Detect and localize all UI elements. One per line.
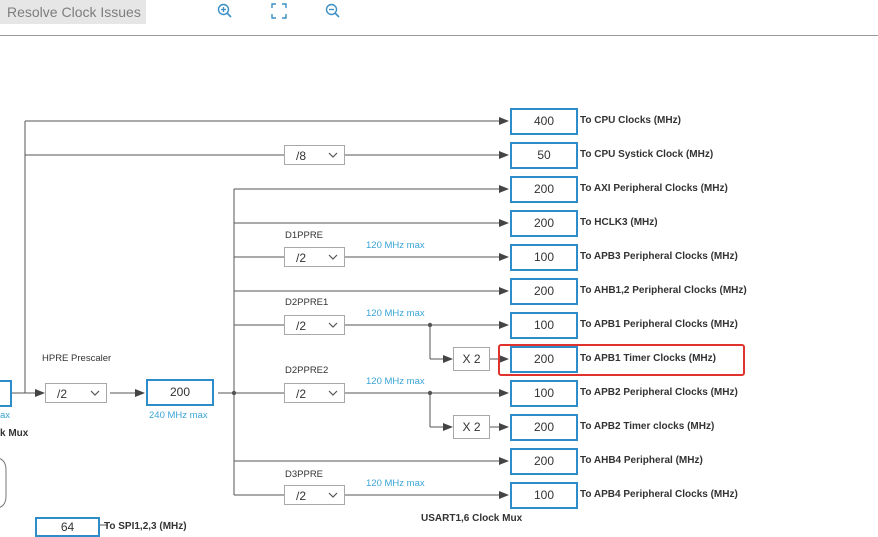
chevron-down-icon — [328, 152, 338, 158]
d2ppre1-max-label: 120 MHz max — [366, 308, 425, 319]
apb2-peripheral-box[interactable]: 100 — [510, 380, 578, 407]
fit-to-screen-icon[interactable] — [270, 2, 288, 20]
d2ppre2-max-label: 120 MHz max — [366, 376, 425, 387]
cpu-clock-box[interactable]: 400 — [510, 108, 578, 135]
apb1-timer-label: To APB1 Timer Clocks (MHz) — [580, 353, 716, 364]
chevron-down-icon — [90, 390, 100, 396]
ahb4-peripheral-box[interactable]: 200 — [510, 448, 578, 475]
ahb12-peripheral-box[interactable]: 200 — [510, 278, 578, 305]
partial-sysclk-box[interactable] — [0, 380, 12, 407]
apb1-peripheral-label: To APB1 Peripheral Clocks (MHz) — [580, 319, 738, 330]
apb2-peripheral-label: To APB2 Peripheral Clocks (MHz) — [580, 387, 738, 398]
apb1-timer-highlight — [498, 344, 745, 376]
apb1-timer-box[interactable]: 200 — [510, 346, 578, 373]
zoom-out-icon[interactable] — [324, 2, 342, 20]
cpu-clock-label: To CPU Clocks (MHz) — [580, 115, 681, 126]
zoom-in-icon[interactable] — [216, 2, 234, 20]
ahb4-peripheral-label: To AHB4 Peripheral (MHz) — [580, 455, 703, 466]
systick-divider-value: /8 — [296, 149, 307, 163]
hclk3-box[interactable]: 200 — [510, 210, 578, 237]
hpre-prescaler-title: HPRE Prescaler — [42, 353, 112, 364]
d2ppre2-value: /2 — [296, 387, 307, 401]
spi-clock-box[interactable]: 64 — [35, 517, 100, 537]
d2ppre2-title: D2PPRE2 — [285, 365, 329, 376]
chevron-down-icon — [328, 254, 338, 260]
d1ppre-max-label: 120 MHz max — [366, 240, 425, 251]
chevron-down-icon — [328, 322, 338, 328]
d3ppre-title: D3PPRE — [285, 469, 324, 480]
d1ppre-select[interactable]: /2 — [284, 247, 345, 267]
ahb12-peripheral-label: To AHB1,2 Peripheral Clocks (MHz) — [580, 285, 747, 296]
cpu-systick-label: To CPU Systick Clock (MHz) — [580, 149, 714, 160]
d2ppre1-title: D2PPRE1 — [285, 297, 329, 308]
apb4-peripheral-label: To APB4 Peripheral Clocks (MHz) — [580, 489, 738, 500]
hpre-prescaler-value: /2 — [57, 387, 68, 401]
partial-mux-label: k Mux — [0, 428, 29, 439]
chevron-down-icon — [328, 390, 338, 396]
d3ppre-max-label: 120 MHz max — [366, 478, 425, 489]
axi-peripheral-box[interactable]: 200 — [510, 176, 578, 203]
hpre-prescaler-select[interactable]: /2 — [45, 383, 107, 403]
apb3-peripheral-label: To APB3 Peripheral Clocks (MHz) — [580, 251, 738, 262]
ahb-max-label: 240 MHz max — [149, 410, 208, 421]
ahb-clock-box[interactable]: 200 — [146, 379, 214, 406]
axi-peripheral-label: To AXI Peripheral Clocks (MHz) — [580, 183, 728, 194]
hclk3-label: To HCLK3 (MHz) — [580, 217, 658, 228]
d3ppre-value: /2 — [296, 489, 307, 503]
d2ppre1-value: /2 — [296, 319, 307, 333]
apb2-timer-box[interactable]: 200 — [510, 414, 578, 441]
spi-clock-label: To SPI1,2,3 (MHz) — [104, 521, 187, 532]
d1ppre-title: D1PPRE — [285, 230, 324, 241]
d2ppre2-select[interactable]: /2 — [284, 383, 345, 403]
systick-divider-select[interactable]: /8 — [284, 145, 345, 165]
apb2-timer-label: To APB2 Timer clocks (MHz) — [580, 421, 715, 432]
d2ppre1-select[interactable]: /2 — [284, 315, 345, 335]
resolve-clock-issues-button[interactable]: Resolve Clock Issues — [0, 0, 146, 24]
apb4-peripheral-box[interactable]: 100 — [510, 482, 578, 509]
usart16-clock-mux-label: USART1,6 Clock Mux — [421, 513, 523, 524]
toolbar: Resolve Clock Issues — [0, 0, 878, 36]
d1ppre-value: /2 — [296, 251, 307, 265]
apb3-peripheral-box[interactable]: 100 — [510, 244, 578, 271]
apb1-timer-multiplier: X 2 — [453, 347, 490, 371]
clock-tree-lines — [0, 117, 509, 526]
d3ppre-select[interactable]: /2 — [284, 485, 345, 505]
apb2-timer-multiplier: X 2 — [453, 415, 490, 439]
chevron-down-icon — [328, 492, 338, 498]
cpu-systick-box[interactable]: 50 — [510, 142, 578, 169]
partial-max-label: ax — [0, 410, 11, 421]
apb1-peripheral-box[interactable]: 100 — [510, 312, 578, 339]
